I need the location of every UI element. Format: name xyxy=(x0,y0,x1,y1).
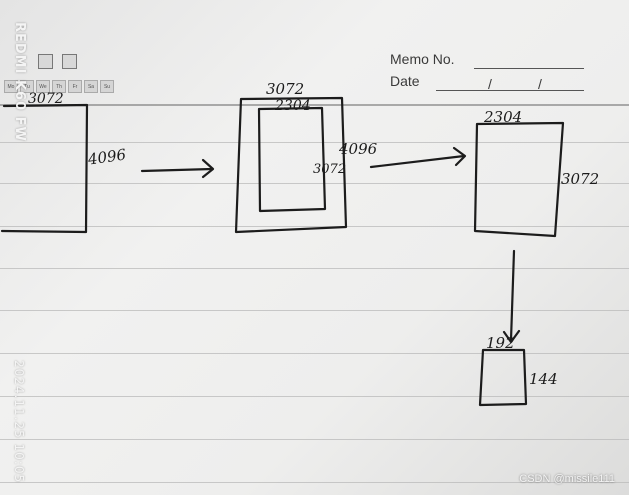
box2-inner-width-label: 2304 xyxy=(275,99,311,113)
csdn-watermark: CSDN @missile111 xyxy=(519,473,615,485)
box4-width-label: 192 xyxy=(486,336,515,351)
camera-brand-stamp: REDMI K60 FW xyxy=(12,22,27,142)
box2-outer-width-label: 3072 xyxy=(266,82,304,97)
arrow-3 xyxy=(511,251,514,340)
box2-outer-height-label: 4096 xyxy=(339,142,377,157)
arrow-2 xyxy=(371,156,464,167)
box1-width-label: 3072 xyxy=(28,92,64,106)
arrow-1 xyxy=(142,169,212,171)
sketch-box-2-inner xyxy=(259,108,325,211)
sketch-box-4 xyxy=(480,350,526,405)
box2-inner-height-label: 3072 xyxy=(313,163,346,176)
box3-width-label: 2304 xyxy=(484,110,522,125)
sketch-box-3 xyxy=(475,123,563,236)
box3-height-label: 3072 xyxy=(561,172,599,187)
camera-date-stamp: 2024.11.25 10:05 xyxy=(12,360,26,483)
box4-height-label: 144 xyxy=(529,372,558,387)
